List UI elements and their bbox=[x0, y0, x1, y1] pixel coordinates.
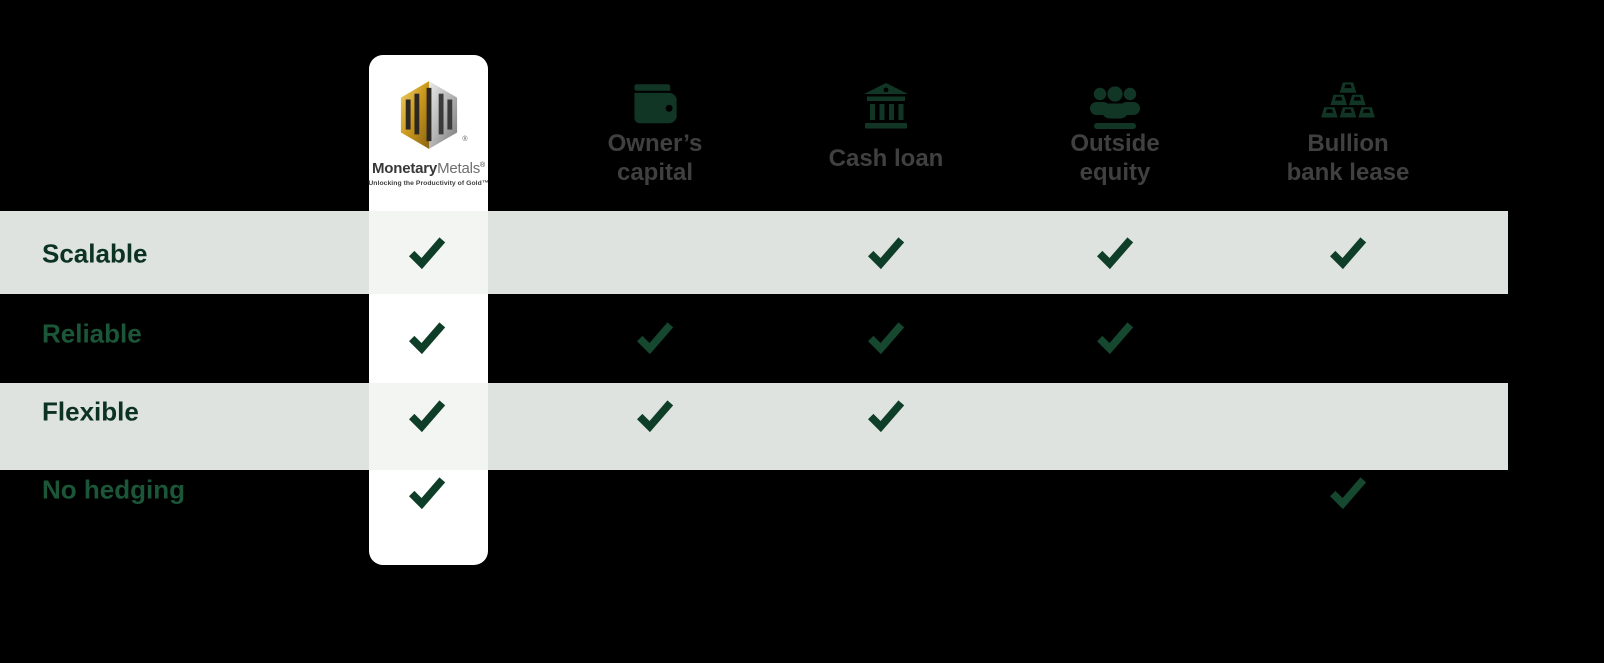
check-flexible-owners-capital bbox=[636, 397, 674, 433]
brand-tagline: Unlocking the Productivity of Gold™ bbox=[368, 180, 489, 187]
check-no-hedging-monetary-metals bbox=[408, 474, 446, 510]
check-reliable-outside-equity bbox=[1096, 319, 1134, 355]
row-band-scalable bbox=[0, 211, 1508, 294]
column-header-line: Bullion bbox=[1307, 130, 1389, 157]
column-header-bullion-bank-lease: Bullion bank lease bbox=[1248, 127, 1448, 189]
registered-mark: ® bbox=[462, 136, 468, 143]
people-icon bbox=[1086, 84, 1144, 132]
row-label-scalable: Scalable bbox=[42, 238, 148, 269]
check-scalable-monetary-metals bbox=[408, 234, 446, 270]
registered-mark: ® bbox=[480, 162, 486, 169]
column-header-outside-equity: Outside equity bbox=[1015, 127, 1215, 189]
brand-wordmark: MonetaryMetals® bbox=[371, 160, 486, 177]
check-scalable-bullion-bank-lease bbox=[1329, 234, 1367, 270]
row-label-no-hedging: No hedging bbox=[42, 474, 185, 505]
monetary-metals-logo: ® MonetaryMetals® Unlocking the Producti… bbox=[368, 55, 489, 187]
row-label-flexible: Flexible bbox=[42, 396, 139, 427]
column-header-line: Owner’s bbox=[607, 130, 703, 157]
bank-icon bbox=[862, 81, 910, 131]
check-no-hedging-bullion-bank-lease bbox=[1329, 474, 1367, 510]
monetary-metals-hexagon-icon: ® bbox=[398, 81, 468, 149]
gold-bars-icon bbox=[1317, 78, 1379, 124]
row-label-reliable: Reliable bbox=[42, 318, 142, 349]
check-reliable-owners-capital bbox=[636, 319, 674, 355]
row-band-flexible bbox=[0, 383, 1508, 470]
check-scalable-cash-loan bbox=[867, 234, 905, 270]
check-flexible-cash-loan bbox=[867, 397, 905, 433]
wallet-icon bbox=[629, 82, 681, 132]
column-header-cash-loan: Cash loan bbox=[786, 127, 986, 189]
column-header-line: Cash loan bbox=[828, 144, 944, 172]
column-header-line: Outside bbox=[1070, 130, 1160, 157]
column-header-line: bank lease bbox=[1286, 159, 1410, 186]
column-header-owners-capital: Owner’s capital bbox=[555, 127, 755, 189]
check-flexible-monetary-metals bbox=[408, 397, 446, 433]
check-reliable-monetary-metals bbox=[408, 319, 446, 355]
column-header-line: equity bbox=[1079, 159, 1151, 186]
check-reliable-cash-loan bbox=[867, 319, 905, 355]
column-header-line: capital bbox=[616, 159, 694, 186]
card-band-tint bbox=[369, 383, 488, 470]
check-scalable-outside-equity bbox=[1096, 234, 1134, 270]
